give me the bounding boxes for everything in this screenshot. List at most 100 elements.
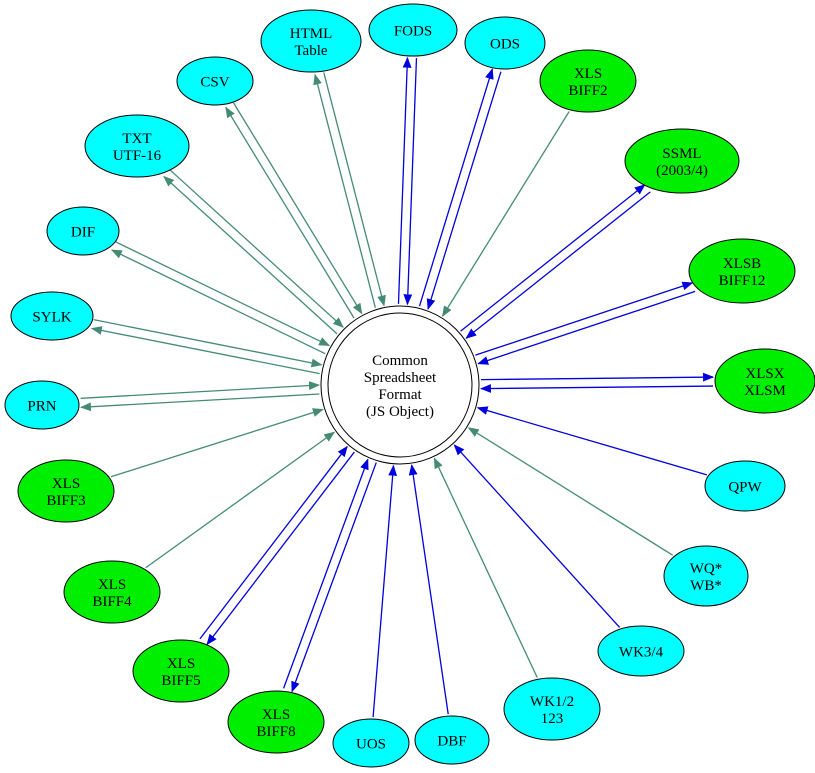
- edge-wk12-123-in: [433, 457, 538, 678]
- edge-wq-wb-in: [467, 427, 674, 556]
- node-shape-txt-utf16: [84, 114, 190, 178]
- node-label-wk34: WK3/4: [619, 645, 664, 661]
- node-shape-wk12-123: [503, 677, 601, 741]
- edge-xls-biff4-in: [145, 431, 336, 569]
- edge-txt-utf16-out: [163, 175, 338, 335]
- node-fods: FODS: [368, 3, 458, 57]
- node-shape-xls-biff2: [539, 49, 637, 113]
- node-qpw: QPW: [704, 460, 786, 512]
- node-shape-uos: [332, 718, 410, 768]
- edge-ods-out: [418, 68, 494, 307]
- edge-dif-out: [110, 249, 326, 355]
- edge-txt-utf16-in: [169, 169, 344, 328]
- node-uos: UOS: [332, 718, 410, 768]
- node-label-prn: PRN: [27, 399, 56, 415]
- node-shape-dbf: [414, 715, 490, 765]
- node-ods: ODS: [464, 16, 546, 70]
- edge-csv-in: [232, 102, 363, 315]
- node-shape-ssml: [624, 128, 740, 194]
- edge-qpw-in: [476, 406, 708, 476]
- edge-wk34-in: [453, 444, 621, 628]
- edge-xlsb-out: [475, 281, 694, 356]
- node-sylk: SYLK: [10, 291, 94, 341]
- node-shape-sylk: [10, 291, 94, 341]
- node-shape-html-table: [260, 9, 362, 73]
- node-shape-csv: [176, 56, 254, 106]
- edge-prn-in: [80, 381, 320, 399]
- node-csv: CSV: [176, 56, 254, 106]
- edge-xls-biff5-out: [206, 451, 355, 646]
- node-shape-wq-wb: [663, 545, 749, 607]
- node-shape-ods: [464, 16, 546, 70]
- edge-prn-out: [80, 393, 320, 412]
- edge-ods-in: [426, 71, 502, 310]
- node-label-qpw: QPW: [728, 480, 762, 496]
- edge-layer: [80, 56, 715, 718]
- node-shape-prn: [4, 380, 80, 430]
- node-label-csv: CSV: [200, 75, 229, 91]
- center-outer-circle: [320, 305, 480, 465]
- node-shape-dif: [46, 206, 120, 256]
- edge-sylk-out: [90, 326, 320, 375]
- node-shape-fods: [368, 3, 458, 57]
- node-label-dbf: DBF: [437, 734, 466, 750]
- edge-xlsx-xlsm-in: [479, 384, 714, 393]
- edge-html-table-out: [313, 73, 376, 308]
- node-shape-xlsb: [688, 238, 796, 304]
- node-shape-xls-biff4: [63, 560, 161, 624]
- node-label-fods: FODS: [394, 24, 432, 40]
- edge-uos-in: [372, 464, 398, 718]
- edge-xlsx-xlsm-out: [480, 372, 715, 382]
- node-dbf: DBF: [414, 715, 490, 765]
- edge-xls-biff3-in: [110, 408, 324, 478]
- node-wq-wb: WQ*WB*: [663, 545, 749, 607]
- edge-fods-in: [403, 58, 418, 306]
- node-shape-xls-biff8: [227, 690, 325, 754]
- node-shape-xls-biff5: [132, 639, 230, 703]
- node-label-uos: UOS: [356, 737, 386, 753]
- center-inner-circle: [327, 312, 473, 458]
- node-shape-xlsx-xlsm: [714, 348, 815, 414]
- edge-xlsb-in: [477, 290, 696, 365]
- edge-xls-biff8-in: [282, 458, 369, 689]
- node-shape-qpw: [704, 460, 786, 512]
- node-label-ods: ODS: [490, 37, 520, 53]
- node-prn: PRN: [4, 380, 80, 430]
- edge-sylk-in: [93, 319, 323, 368]
- edge-xls-biff5-in: [199, 445, 348, 640]
- edge-html-table-in: [323, 72, 386, 307]
- node-shape-wk34: [597, 625, 685, 677]
- edge-dbf-in: [408, 464, 449, 715]
- edge-xls-biff2-in: [442, 111, 570, 318]
- edge-fods-out: [397, 56, 412, 304]
- node-label-wq-wb: WQ*WB*: [690, 561, 723, 594]
- edge-ssml-in: [465, 191, 651, 339]
- edge-xls-biff8-out: [291, 462, 377, 693]
- node-ssml: SSML(2003/4): [624, 128, 740, 194]
- edge-dif-in: [115, 241, 331, 347]
- edge-csv-out: [225, 106, 355, 319]
